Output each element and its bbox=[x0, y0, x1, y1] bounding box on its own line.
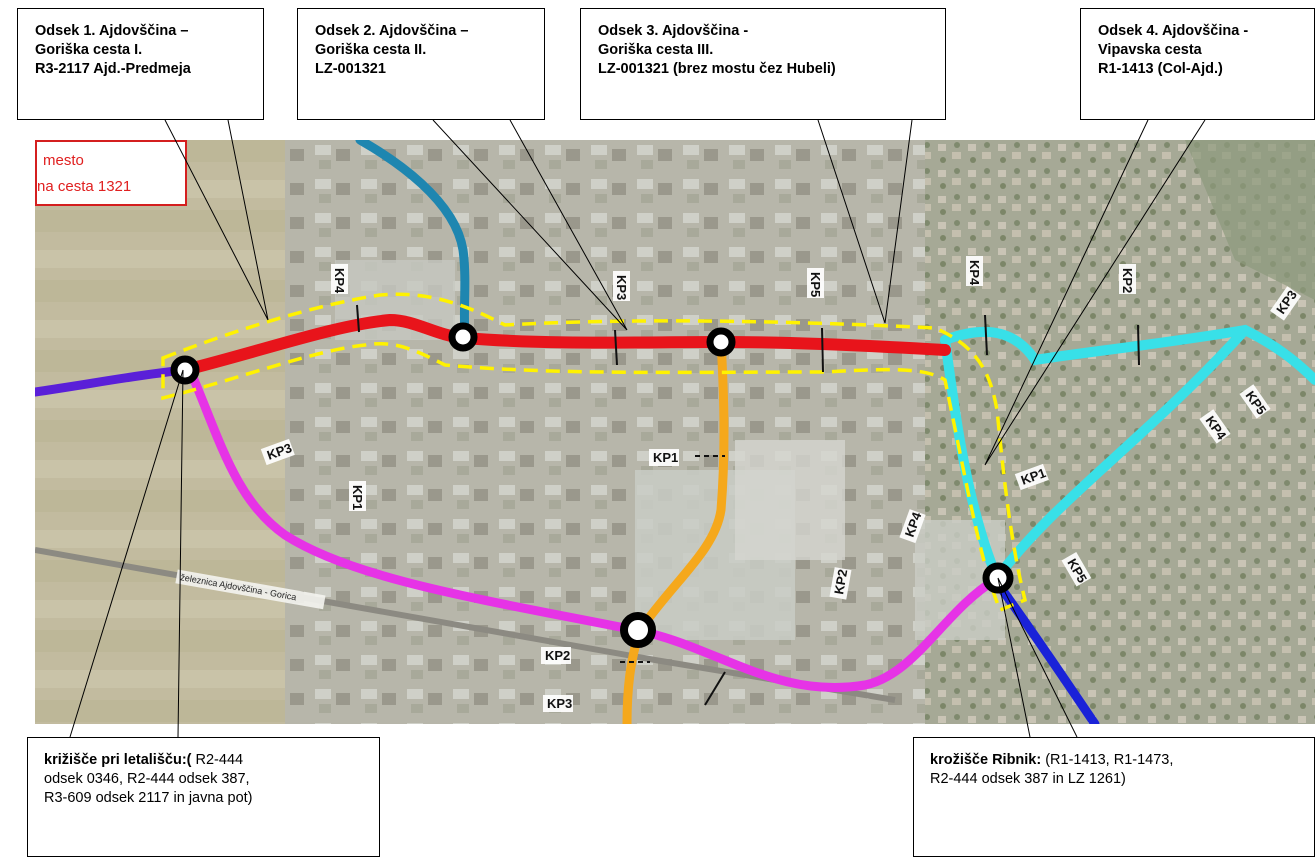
callout-road-code: R3-2117 Ajd.-Predmeja bbox=[35, 61, 191, 77]
junction-marker[interactable] bbox=[448, 322, 478, 352]
junction-marker[interactable] bbox=[620, 612, 656, 648]
kp-label: KP1 bbox=[653, 450, 678, 465]
section-road[interactable] bbox=[179, 313, 951, 376]
callout-road: Goriška cesta II. bbox=[315, 42, 427, 58]
callout-road: Goriška cesta I. bbox=[35, 42, 143, 58]
cyan-road-diagonal[interactable] bbox=[992, 325, 1250, 583]
factory-roof bbox=[735, 440, 845, 560]
callout-text: (R1-1413, R1-1473, bbox=[1041, 752, 1174, 768]
map-legend-box: mesto na cesta 1321 bbox=[35, 140, 187, 206]
callout-text: R2-444 bbox=[191, 752, 244, 768]
callout-text: R2-444 odsek 387 in LZ 1261) bbox=[930, 771, 1126, 787]
kp-label: KP3 bbox=[614, 275, 629, 300]
airport-junction-marker[interactable] bbox=[170, 355, 200, 385]
callout-ribnik-roundabout: krožišče Ribnik: (R1-1413, R1-1473, R2-4… bbox=[913, 737, 1315, 857]
kp-label: KP4 bbox=[967, 260, 982, 286]
callout-title: križišče pri letališču:( bbox=[44, 752, 192, 768]
kp-label: KP5 bbox=[808, 272, 823, 297]
kp-label: KP3 bbox=[547, 696, 572, 711]
kp-label: KP2 bbox=[831, 568, 850, 596]
legend-line: na cesta 1321 bbox=[37, 178, 132, 195]
callout-road-code: LZ-001321 bbox=[315, 61, 386, 77]
callout-title: Odsek 2. Ajdovščina – bbox=[315, 23, 469, 39]
kp-label: KP2 bbox=[1120, 268, 1135, 293]
kp-label: KP4 bbox=[332, 268, 347, 294]
callout-road: Vipavska cesta bbox=[1098, 42, 1202, 58]
callout-title: Odsek 4. Ajdovščina - bbox=[1098, 23, 1249, 39]
callout-airport-junction: križišče pri letališču:( R2-444 odsek 03… bbox=[27, 737, 380, 857]
callout-text: R3-609 odsek 2117 in javna pot) bbox=[44, 790, 253, 806]
industrial-zone bbox=[285, 140, 935, 724]
callout-section-2: Odsek 2. Ajdovščina – Goriška cesta II. … bbox=[297, 8, 545, 120]
callout-road: Goriška cesta III. bbox=[598, 42, 714, 58]
callout-section-3: Odsek 3. Ajdovščina - Goriška cesta III.… bbox=[580, 8, 946, 120]
callout-section-4: Odsek 4. Ajdovščina - Vipavska cesta R1-… bbox=[1080, 8, 1315, 120]
kp-label: KP2 bbox=[545, 648, 570, 663]
callout-road-code: LZ-001321 (brez mostu čez Hubeli) bbox=[598, 61, 836, 77]
aerial-map[interactable]: železnica Ajdovščina - Gorica KP4 KP3 bbox=[35, 140, 1315, 724]
magenta-road[interactable] bbox=[185, 365, 1000, 693]
kp-label: KP1 bbox=[350, 485, 365, 510]
cyan-road-ribnik[interactable] bbox=[940, 335, 1002, 583]
orange-road[interactable] bbox=[622, 337, 729, 724]
hill-area bbox=[1185, 140, 1315, 300]
callout-section-1: Odsek 1. Ajdovščina – Goriška cesta I. R… bbox=[17, 8, 264, 120]
callout-title: Odsek 3. Ajdovščina - bbox=[598, 23, 749, 39]
callout-text: odsek 0346, R2-444 odsek 387, bbox=[44, 771, 250, 787]
ribnik-roundabout-marker[interactable] bbox=[982, 562, 1014, 594]
callout-road-code: R1-1413 (Col-Ajd.) bbox=[1098, 61, 1223, 77]
callout-title: Odsek 1. Ajdovščina – bbox=[35, 23, 189, 39]
legend-line: mesto bbox=[43, 152, 84, 169]
callout-title: krožišče Ribnik: bbox=[930, 752, 1042, 768]
junction-marker[interactable] bbox=[706, 327, 736, 357]
